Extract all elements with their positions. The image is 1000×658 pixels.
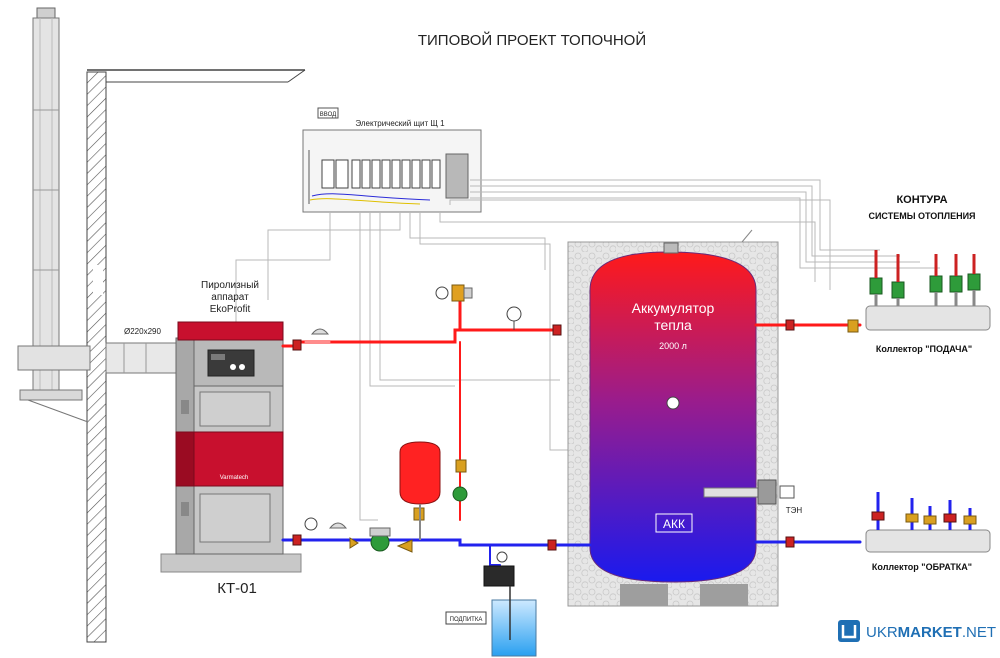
watermark-logo-icon bbox=[838, 620, 860, 642]
panel-label: Электрический щит Щ 1 bbox=[355, 119, 445, 128]
safety-valve bbox=[451, 284, 465, 302]
accumulator-name-line1: Аккумулятор bbox=[632, 300, 715, 316]
supply-manifold-label: Коллектор "ПОДАЧА" bbox=[876, 344, 972, 354]
watermark-text: UKRMARKET.NET bbox=[866, 624, 996, 641]
heating-title-line1: КОНТУРА bbox=[896, 194, 947, 206]
boiler-label-line3: EkoProfit bbox=[210, 304, 251, 315]
boiler-label-line2: аппарат bbox=[211, 292, 249, 303]
boiler-model: КТ-01 bbox=[217, 580, 257, 597]
page-title: ТИПОВОЙ ПРОЕКТ ТОПОЧНОЙ bbox=[418, 31, 646, 49]
watermark: UKRMARKET.NET bbox=[838, 620, 996, 642]
control-wiring bbox=[235, 179, 940, 521]
return-manifold bbox=[865, 529, 991, 553]
tank-thermometer-icon bbox=[666, 396, 680, 410]
accumulator: Аккумулятор тепла 2000 л АКК ТЭН bbox=[567, 229, 803, 607]
electric-panel: ВВОД Электрический щит Щ 1 bbox=[302, 107, 482, 213]
boiler-brand: Varmatech bbox=[220, 475, 249, 481]
chimney-size-label: Ø220х290 bbox=[124, 327, 161, 336]
accumulator-volume: 2000 л bbox=[659, 341, 687, 351]
makeup-label: ПОДПИТКА bbox=[450, 617, 483, 623]
makeup-unit: ПОДПИТКА bbox=[445, 551, 537, 657]
supply-manifold bbox=[865, 305, 991, 331]
return-pressure-gauge-icon bbox=[304, 517, 318, 531]
expansion-loop-pump-icon bbox=[452, 486, 468, 502]
heating-title-line2: СИСТЕМЫ ОТОПЛЕНИЯ bbox=[868, 211, 975, 221]
chimney: Ø220х290 bbox=[17, 7, 179, 423]
supply-pressure-gauge-icon bbox=[506, 306, 522, 322]
heating-element bbox=[703, 487, 759, 498]
boiler: Varmatech Пиролизный аппарат EkoProfit К… bbox=[160, 280, 302, 597]
boiler-label-line1: Пиролизный bbox=[201, 280, 259, 291]
pumps bbox=[369, 486, 468, 552]
safety-group-gauge-icon bbox=[435, 286, 449, 300]
fittings bbox=[292, 284, 859, 553]
expansion-tank bbox=[399, 441, 441, 540]
accumulator-name-line2: тепла bbox=[654, 317, 692, 333]
panel-input-label: ВВОД bbox=[320, 112, 336, 118]
heater-label: ТЭН bbox=[786, 506, 803, 515]
return-manifold-label: Коллектор "ОБРАТКА" bbox=[872, 562, 972, 572]
heating-manifolds: КОНТУРА СИСТЕМЫ ОТОПЛЕНИЯ Коллектор "ПОД… bbox=[865, 194, 991, 572]
accumulator-code: АКК bbox=[663, 517, 685, 531]
